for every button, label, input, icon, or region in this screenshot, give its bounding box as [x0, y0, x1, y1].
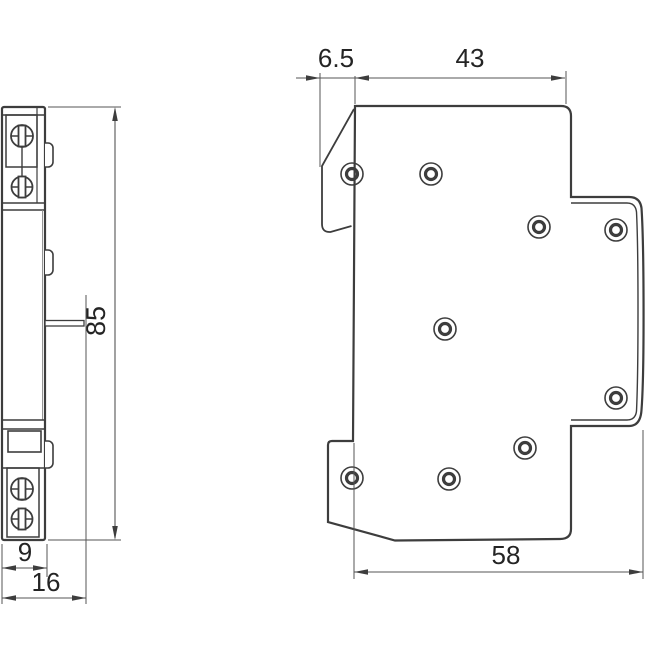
arrowhead [629, 569, 643, 575]
rivet [340, 466, 364, 490]
arrowhead [306, 75, 320, 81]
dimension-label-43: 43 [456, 43, 485, 73]
arrowhead [2, 565, 16, 571]
rivet [433, 317, 457, 341]
dimension-top: 6.5 43 [296, 43, 567, 167]
screw-terminal-bottom-2 [10, 507, 34, 531]
front-view [0, 105, 85, 542]
din-rail-claw [321, 108, 355, 233]
arrowhead [551, 75, 565, 81]
arrowhead [355, 75, 369, 81]
rivet [419, 162, 443, 186]
arrowhead [112, 526, 118, 540]
arrowhead [354, 569, 368, 575]
screw-slot [17, 175, 27, 199]
arrowhead [112, 107, 118, 121]
dimension-58: 58 [353, 430, 644, 579]
dimension-label-6-5: 6.5 [318, 43, 354, 73]
screw-terminal-bottom-1 [10, 477, 34, 501]
arrowhead [33, 565, 47, 571]
side-view [321, 104, 645, 542]
bottom-terminal-box [6, 467, 40, 538]
arrowhead [2, 595, 16, 601]
dimension-9: 9 [1, 537, 48, 604]
dimension-label-58: 58 [492, 540, 521, 570]
arrowhead [72, 595, 86, 601]
rivet [527, 215, 551, 239]
screw-terminal-top-1 [10, 124, 34, 148]
screw-slot [17, 477, 27, 501]
side-tab-top [45, 142, 54, 168]
screw-slot [17, 124, 27, 148]
side-lip-inner-line [571, 202, 639, 421]
dimension-label-16: 16 [32, 567, 61, 597]
dimension-16: 16 [2, 295, 87, 604]
side-body-outline [326, 104, 645, 542]
rivet [604, 218, 628, 242]
rivet [340, 162, 364, 186]
rivets [340, 162, 628, 491]
screw-slot [17, 507, 27, 531]
rivet [513, 436, 537, 460]
rivet [604, 386, 628, 410]
side-tab-bottom [45, 440, 54, 469]
side-tab-middle [45, 249, 54, 276]
label-window [7, 430, 42, 453]
dimension-label-9: 9 [18, 537, 32, 567]
screw-terminal-top-2 [10, 175, 34, 199]
rivet [437, 467, 461, 491]
actuator-pin [44, 319, 85, 327]
